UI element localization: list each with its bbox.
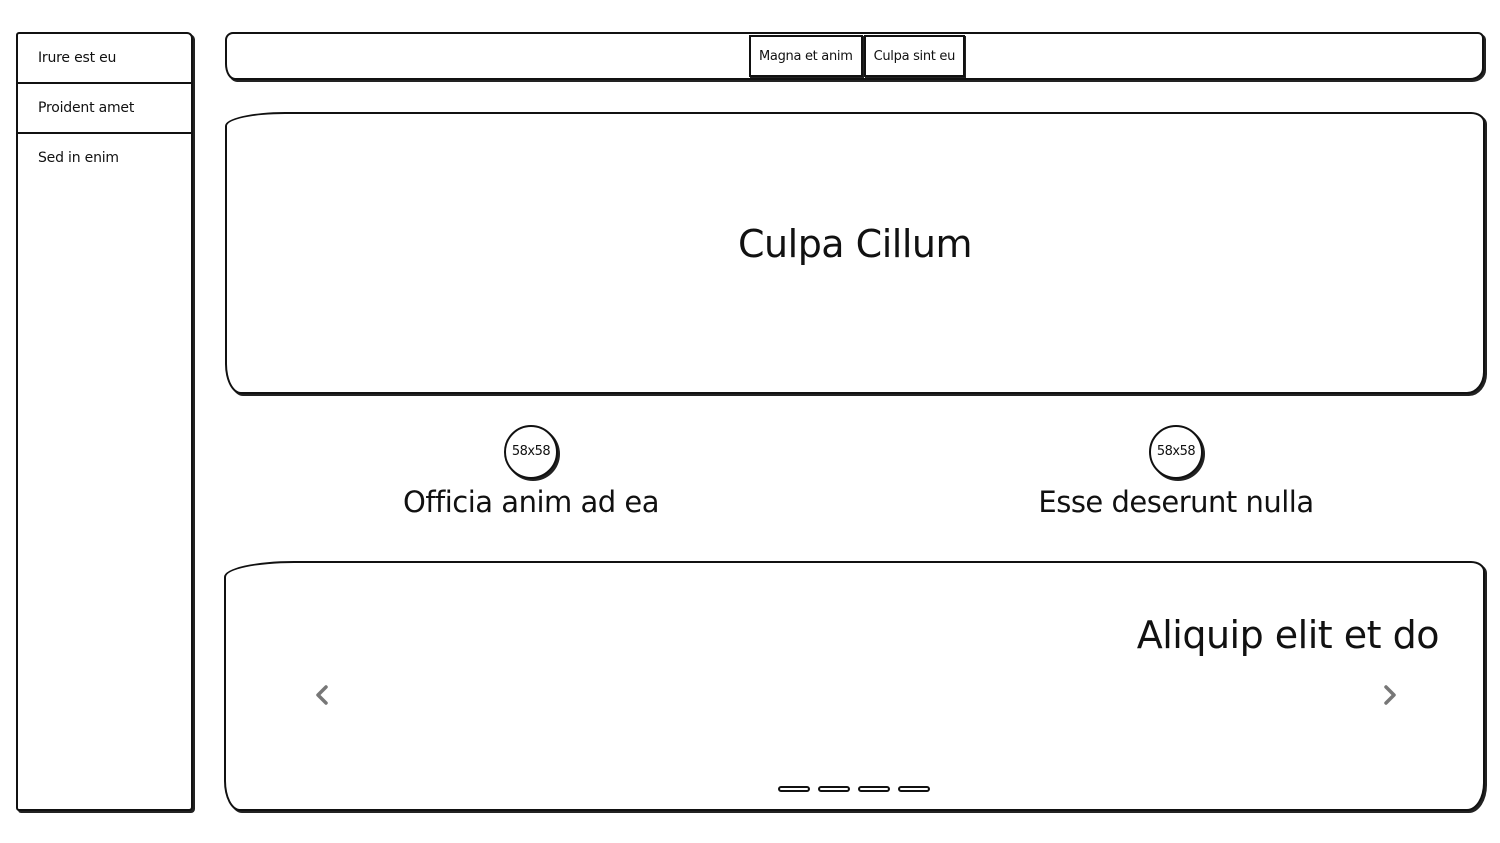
sidebar: Irure est eu Proident amet Sed in enim bbox=[16, 32, 193, 811]
top-bar: Magna et anim Culpa sint eu bbox=[225, 32, 1484, 80]
avatar: 58x58 bbox=[1149, 425, 1203, 479]
chevron-left-icon bbox=[316, 685, 328, 705]
sidebar-item-label: Sed in enim bbox=[38, 150, 119, 166]
feature-card: 58x58 Officia anim ad ea bbox=[371, 425, 691, 519]
tab-group: Magna et anim Culpa sint eu bbox=[749, 35, 966, 77]
carousel-slide-title: Aliquip elit et do bbox=[1136, 613, 1440, 657]
hero-title: Culpa Cillum bbox=[738, 222, 972, 266]
tab-culpa[interactable]: Culpa sint eu bbox=[863, 35, 966, 77]
hero-panel: Culpa Cillum bbox=[225, 112, 1485, 394]
sidebar-item-label: Proident amet bbox=[38, 100, 135, 116]
sidebar-item-irure[interactable]: Irure est eu bbox=[18, 34, 191, 84]
avatar: 58x58 bbox=[504, 425, 558, 479]
tab-label: Culpa sint eu bbox=[873, 49, 956, 64]
carousel: Aliquip elit et do bbox=[224, 561, 1485, 811]
tab-label: Magna et anim bbox=[759, 49, 853, 64]
carousel-prev-button[interactable] bbox=[310, 679, 336, 711]
carousel-indicator[interactable] bbox=[858, 786, 890, 792]
carousel-indicator[interactable] bbox=[898, 786, 930, 792]
chevron-right-icon bbox=[1384, 685, 1396, 705]
tab-magna[interactable]: Magna et anim bbox=[749, 35, 863, 77]
carousel-indicators bbox=[778, 786, 938, 792]
sidebar-item-sed[interactable]: Sed in enim bbox=[18, 134, 191, 184]
feature-title: Esse deserunt nulla bbox=[1038, 485, 1314, 519]
sidebar-item-proident[interactable]: Proident amet bbox=[18, 84, 191, 134]
feature-card: 58x58 Esse deserunt nulla bbox=[1016, 425, 1336, 519]
carousel-indicator[interactable] bbox=[778, 786, 810, 792]
feature-title: Officia anim ad ea bbox=[403, 485, 659, 519]
carousel-next-button[interactable] bbox=[1376, 679, 1402, 711]
sidebar-item-label: Irure est eu bbox=[38, 50, 117, 66]
carousel-indicator[interactable] bbox=[818, 786, 850, 792]
